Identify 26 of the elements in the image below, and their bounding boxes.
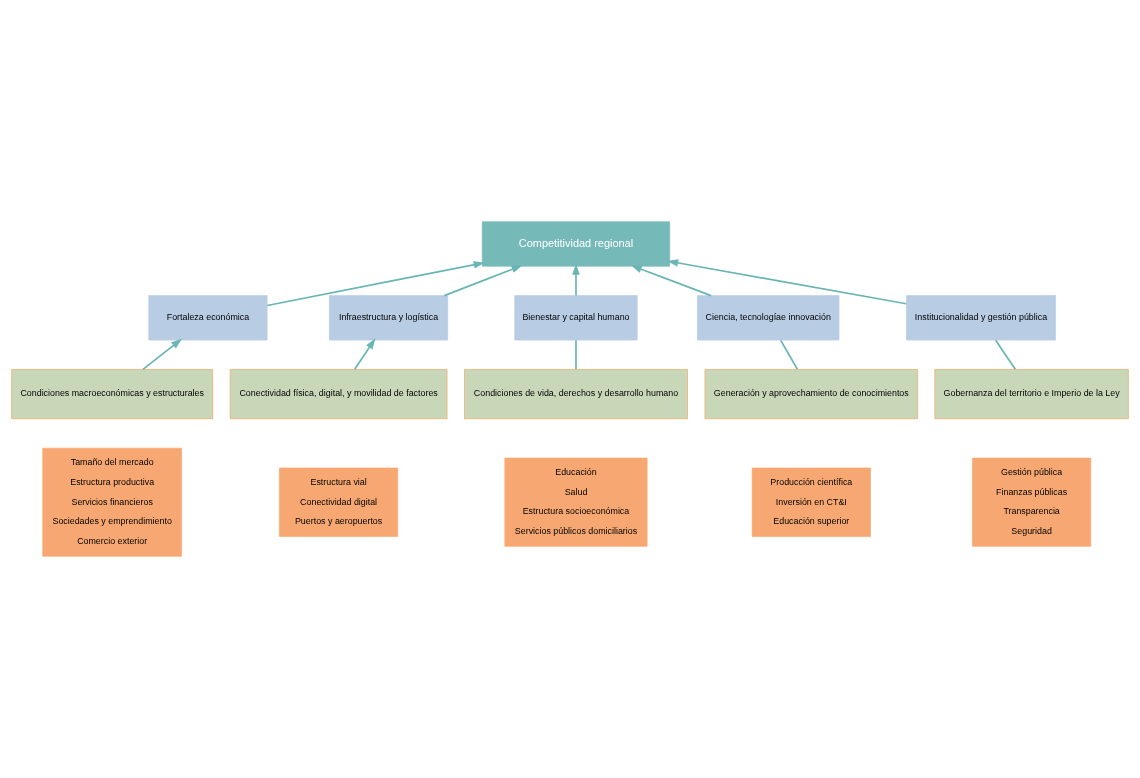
arrow	[142, 338, 183, 371]
node-box: Fortaleza económica	[148, 295, 268, 341]
node-box: Estructura vial Conectividad digital Puertos y aeropuertos	[279, 467, 399, 537]
connector	[779, 339, 799, 371]
node-box: Competitividad regional	[481, 221, 671, 267]
arrow	[443, 265, 523, 297]
arrow	[630, 265, 712, 297]
node-box: Generación y aprovechamiento de conocimientos	[704, 369, 919, 420]
node-box: Ciencia, tecnologíae innovación	[697, 295, 840, 341]
node-box: Tamaño del mercado Estructura productiva Servicios financieros Sociedades y emprendimiento Comercio exterior	[42, 447, 182, 557]
node-box: Condiciones macroeconómicas y estructurales	[11, 369, 214, 420]
node-box: Condiciones de vida, derechos y desarrollo humano	[464, 369, 688, 420]
node-box: Conectividad física, digital, y movilidad de factores	[229, 369, 448, 420]
node-box: Gestión pública Finanzas públicas Transparencia Seguridad	[972, 457, 1092, 547]
node-box: Infraestructura y logística	[329, 295, 449, 341]
arrow	[266, 261, 485, 307]
node-box: Gobernanza del territorio e Imperio de la Ley	[934, 369, 1129, 420]
connector	[994, 339, 1017, 371]
node-box: Producción científica Inversión en CT&I Educación superior	[751, 467, 871, 537]
arrow	[667, 259, 908, 305]
arrow	[572, 263, 580, 297]
node-box: Educación Salud Estructura socioeconómica Servicios públicos domiciliarios	[504, 457, 648, 547]
node-box: Institucionalidad y gestión pública	[906, 295, 1056, 341]
connector	[575, 339, 577, 371]
arrow	[353, 338, 376, 371]
node-box: Bienestar y capital humano	[514, 295, 638, 341]
